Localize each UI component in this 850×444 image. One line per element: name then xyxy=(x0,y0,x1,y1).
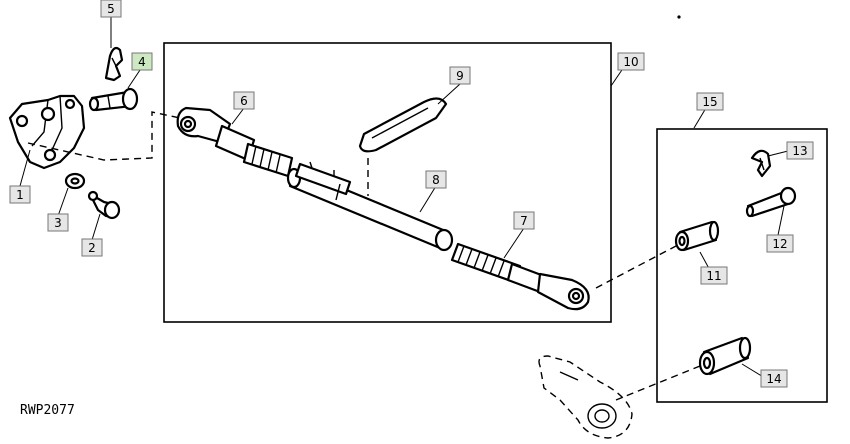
part-8-center-tube xyxy=(286,161,454,252)
part-11-bushing xyxy=(674,220,720,252)
callout-9: 9 xyxy=(449,66,471,85)
svg-text:9: 9 xyxy=(456,69,464,83)
stray-mark xyxy=(677,15,681,19)
callout-1: 1 xyxy=(9,185,31,204)
callout-10: 10 xyxy=(617,52,645,71)
group-box-10 xyxy=(163,42,612,323)
svg-text:7: 7 xyxy=(520,214,528,228)
part-4-pin xyxy=(88,87,139,112)
group-box-15 xyxy=(656,128,828,403)
part-1-bracket xyxy=(8,94,86,170)
callout-leaders xyxy=(19,16,793,379)
svg-text:3: 3 xyxy=(54,216,62,230)
callout-7: 7 xyxy=(513,211,535,230)
reference-code: RWP2077 xyxy=(20,403,75,418)
svg-text:10: 10 xyxy=(623,55,638,69)
callout-4: 4 xyxy=(131,52,153,71)
svg-text:15: 15 xyxy=(702,95,717,109)
part-6-end-fork xyxy=(176,106,294,178)
svg-text:13: 13 xyxy=(792,144,807,158)
callout-5: 5 xyxy=(100,0,122,18)
svg-text:8: 8 xyxy=(432,173,440,187)
reference-arm-outline xyxy=(538,355,633,439)
svg-text:11: 11 xyxy=(706,269,721,283)
callout-3: 3 xyxy=(47,213,69,232)
part-9-strap xyxy=(358,97,448,153)
part-2-bolt xyxy=(87,190,121,220)
svg-text:5: 5 xyxy=(107,2,115,16)
leader-dash-lower xyxy=(615,365,701,401)
part-13-clip xyxy=(750,149,772,178)
leader-dash-left xyxy=(27,111,181,161)
callout-11: 11 xyxy=(700,266,728,285)
svg-text:1: 1 xyxy=(16,188,24,202)
part-7-threaded-end xyxy=(450,242,590,311)
callout-12: 12 xyxy=(766,234,794,253)
part-14-bushing xyxy=(698,336,752,376)
svg-text:4: 4 xyxy=(138,55,146,69)
part-5-clip xyxy=(104,46,124,82)
part-3-washer xyxy=(64,172,86,190)
callout-6: 6 xyxy=(233,91,255,110)
svg-text:2: 2 xyxy=(88,241,96,255)
callout-14: 14 xyxy=(760,369,788,388)
svg-text:6: 6 xyxy=(240,94,248,108)
svg-text:14: 14 xyxy=(766,372,781,386)
callout-13: 13 xyxy=(786,141,814,160)
callout-8: 8 xyxy=(425,170,447,189)
callout-2: 2 xyxy=(81,238,103,257)
callout-15: 15 xyxy=(696,92,724,111)
leader-dash-right xyxy=(595,245,677,289)
part-12-pin xyxy=(745,186,797,218)
svg-text:12: 12 xyxy=(772,237,787,251)
